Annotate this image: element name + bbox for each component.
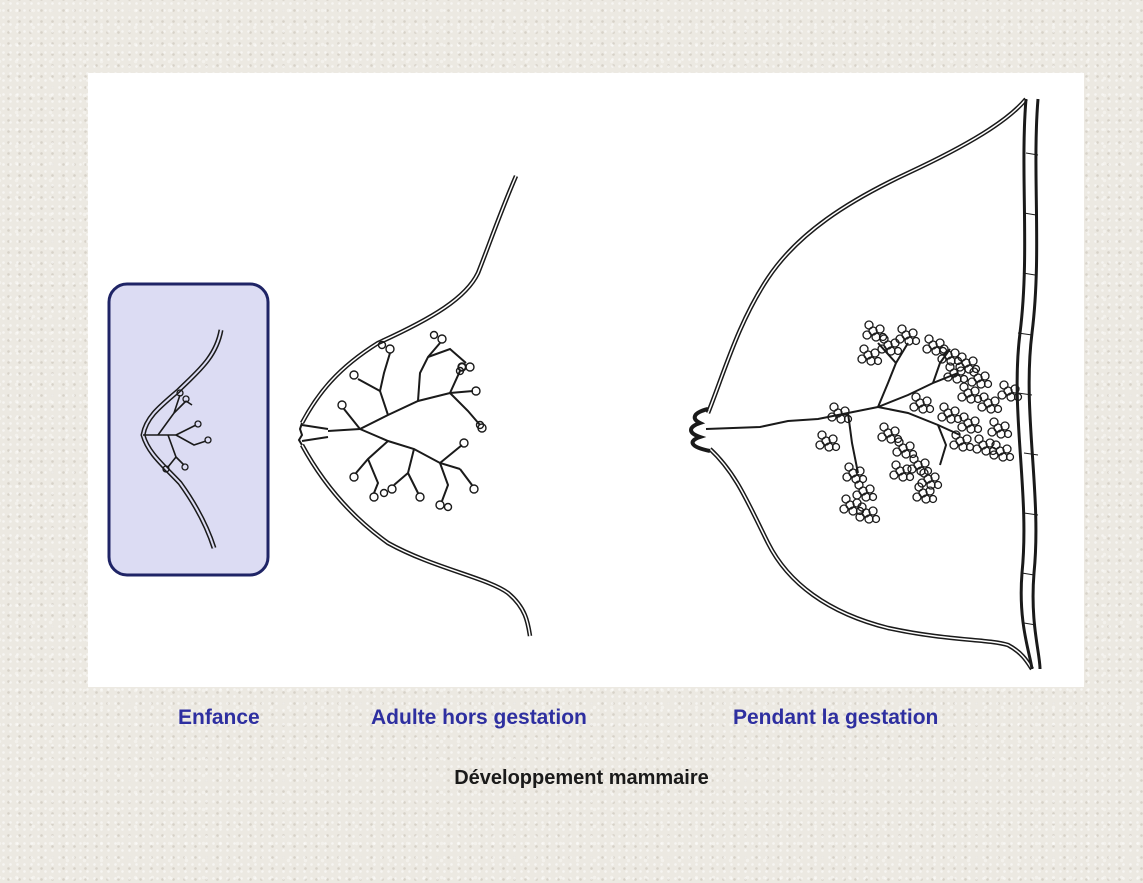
pregnancy-nipple — [691, 409, 710, 451]
pregnancy-duct-tree — [706, 343, 960, 473]
adult-diagram — [299, 176, 530, 636]
stage-label-pregnancy: Pendant la gestation — [733, 706, 938, 730]
pregnancy-lower-outline — [710, 449, 1032, 669]
adult-lower-outline — [302, 445, 530, 636]
mammary-diagram — [88, 73, 1084, 687]
stage-label-childhood: Enfance — [178, 706, 260, 730]
stage-label-adult: Adulte hors gestation — [371, 706, 587, 730]
adult-nipple — [299, 423, 328, 445]
diagram-panel — [88, 73, 1084, 687]
pregnancy-diagram — [691, 99, 1040, 669]
adult-duct-tree — [328, 343, 480, 501]
pregnancy-lobules — [816, 321, 1022, 523]
adult-upper-outline — [302, 176, 516, 423]
diagram-caption: Développement mammaire — [0, 767, 1143, 790]
childhood-diagram — [109, 284, 268, 575]
